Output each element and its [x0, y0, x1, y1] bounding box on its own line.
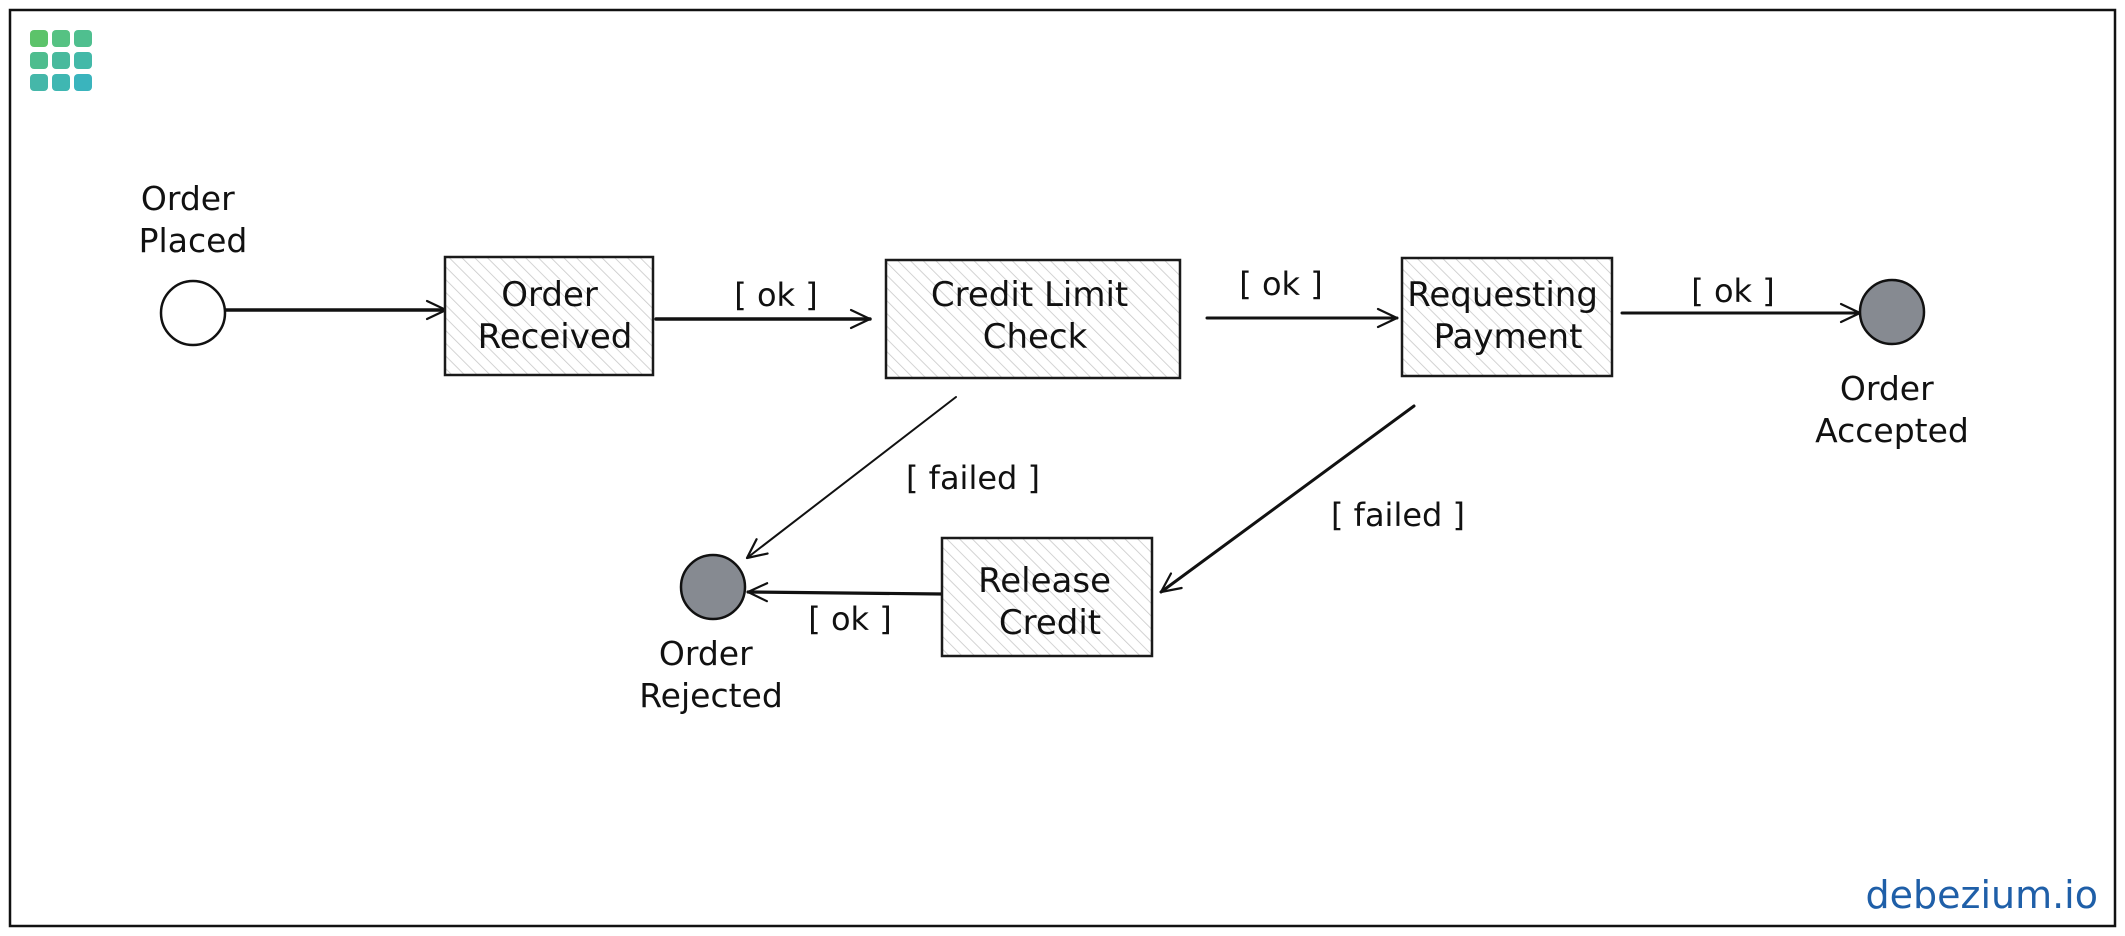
guard-check-to-rejected: [ failed ]	[906, 459, 1040, 497]
state-credit-limit-check-label-line-2: Check	[983, 317, 1088, 357]
diagram-frame	[8, 8, 2117, 928]
guard-received-to-check: [ ok ]	[734, 276, 817, 314]
state-order-received-label-line-1: Order	[501, 275, 598, 315]
state-requesting-payment-label: Requesting Payment	[1407, 275, 1609, 357]
final-state-order-accepted	[1858, 278, 1926, 346]
state-release-credit-label: Release Credit	[978, 561, 1122, 643]
initial-state-order-placed	[159, 279, 227, 347]
edge-check-to-rejected	[745, 396, 957, 560]
final-state-order-rejected-label-line-2: Rejected	[639, 676, 783, 715]
final-state-order-rejected	[679, 553, 747, 621]
brand-watermark: debezium.io	[1866, 873, 2099, 917]
initial-state-label-line-2: Placed	[139, 221, 248, 260]
state-requesting-payment-label-line-2: Payment	[1434, 317, 1583, 357]
state-release-credit-label-line-2: Credit	[999, 603, 1101, 643]
state-order-received: Order Received	[443, 255, 655, 377]
state-order-received-label-line-2: Received	[478, 317, 633, 357]
final-state-order-rejected-label: Order Rejected	[639, 634, 783, 715]
guard-release-to-rejected: [ ok ]	[808, 600, 891, 638]
guard-payment-to-accepted: [ ok ]	[1691, 272, 1774, 310]
final-state-order-accepted-label-line-1: Order	[1840, 369, 1934, 408]
guard-payment-to-release: [ failed ]	[1331, 496, 1465, 534]
state-credit-limit-check: Credit Limit Check	[884, 258, 1182, 380]
edge-release-to-rejected	[746, 582, 944, 603]
initial-state-label-line-1: Order	[141, 179, 235, 218]
final-state-order-accepted-label: Order Accepted	[1815, 369, 1969, 450]
state-release-credit: Release Credit	[940, 536, 1154, 658]
edge-payment-to-release	[1159, 404, 1416, 594]
final-state-order-accepted-label-line-2: Accepted	[1815, 411, 1969, 450]
final-state-order-rejected-label-line-1: Order	[659, 634, 753, 673]
debezium-logo-icon	[30, 30, 92, 91]
state-order-received-label: Order Received	[478, 275, 633, 357]
state-credit-limit-check-label: Credit Limit Check	[931, 275, 1139, 357]
initial-state-label: Order Placed	[139, 179, 248, 260]
state-credit-limit-check-label-line-1: Credit Limit	[931, 275, 1128, 315]
state-release-credit-label-line-1: Release	[978, 561, 1111, 601]
state-requesting-payment-label-line-1: Requesting	[1407, 275, 1598, 315]
guard-check-to-payment: [ ok ]	[1239, 265, 1322, 303]
state-requesting-payment: Requesting Payment	[1400, 256, 1614, 378]
